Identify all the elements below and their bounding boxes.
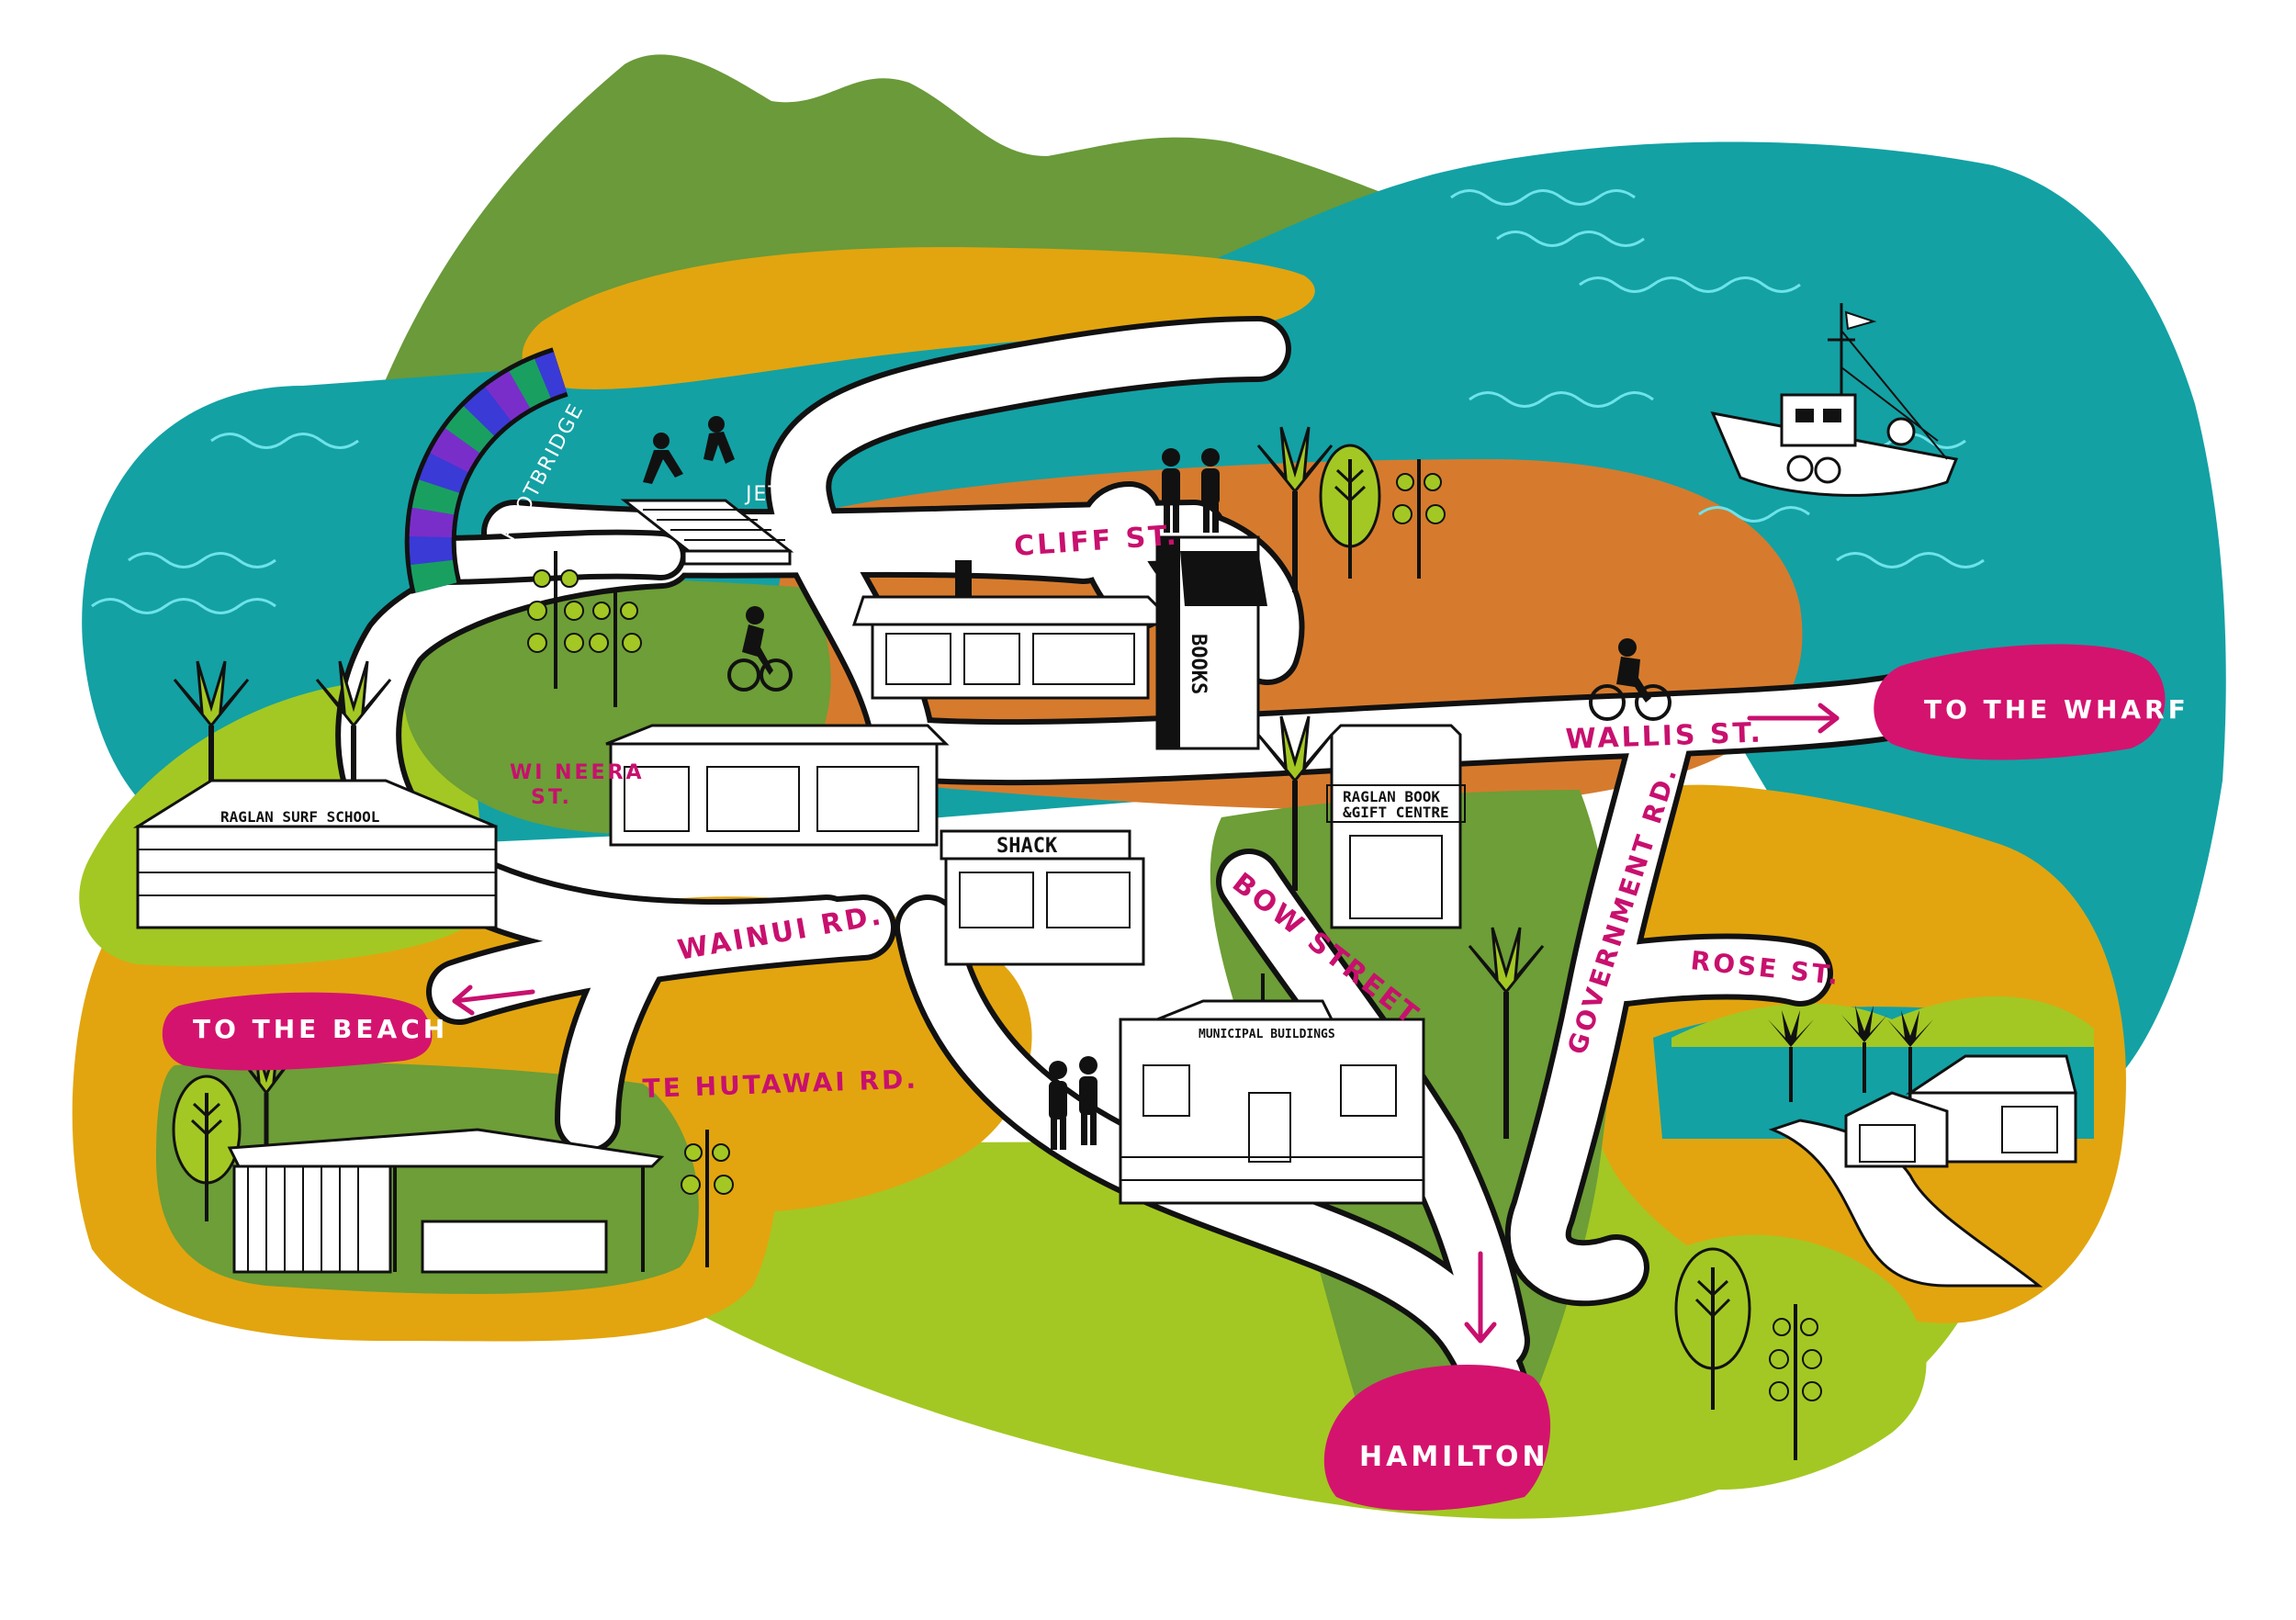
- arrow-right-icon: [1747, 703, 1840, 734]
- municipal-building: MUNICIPAL BUILDINGS: [1119, 973, 1425, 1205]
- cyclist-icon: [727, 606, 793, 692]
- beach-pill[interactable]: [162, 992, 433, 1071]
- cabbage-tree-icon: [527, 551, 584, 689]
- wave: [128, 552, 276, 568]
- wharf-pill[interactable]: [1874, 644, 2166, 760]
- palm-tree-icon: [1887, 1010, 1933, 1097]
- surf-school-building: RAGLAN SURF SCHOOL: [132, 779, 498, 929]
- wineera-st-label-2: ST.: [531, 786, 572, 809]
- wave: [1579, 276, 1801, 293]
- municipal-sign: MUNICIPAL BUILDINGS: [1199, 1028, 1335, 1041]
- cabbage-tree-icon: [681, 1130, 734, 1267]
- palm-tree-icon: [1468, 927, 1545, 1139]
- cliff-st-shops: [851, 560, 1179, 700]
- leaf-tree-icon: [172, 1074, 242, 1221]
- market-shed: [227, 1128, 665, 1274]
- hamilton-pill[interactable]: [1323, 1365, 1551, 1511]
- leaf-tree-icon: [1674, 1247, 1751, 1410]
- arrow-left-icon: [452, 984, 535, 1016]
- hamilton-label: HAMILTON: [1359, 1441, 1549, 1473]
- palm-tree-icon: [1768, 1010, 1814, 1102]
- destinations: TO THE WHARF TO THE BEACH HAMILTON: [162, 644, 2189, 1511]
- surf-school-sign: RAGLAN SURF SCHOOL: [220, 808, 379, 826]
- palm-tree-icon: [1841, 1006, 1887, 1093]
- shack-building: SHACK: [940, 829, 1145, 966]
- books-building: BOOKS: [1155, 535, 1267, 750]
- wineera-st-label-1: WI NEERA: [510, 761, 645, 784]
- gift-centre-sign-2: &GIFT CENTRE: [1343, 804, 1449, 821]
- palm-tree-icon: [1256, 426, 1334, 592]
- buildings: BOOKS RAGLAN SURF SCHOOL SHACK: [132, 535, 2077, 1274]
- pedestrian-icon: [1049, 1056, 1097, 1150]
- jetty: [620, 416, 794, 566]
- cabbage-tree-icon: [1769, 1304, 1822, 1460]
- wave: [1450, 189, 1636, 206]
- sand-spit: [522, 247, 1315, 389]
- arrow-down-icon: [1464, 1251, 1497, 1344]
- lime-land: [496, 1119, 1992, 1519]
- footbridge: [404, 347, 569, 594]
- wave: [1836, 552, 1985, 568]
- jetty-label: JETTY: [744, 483, 810, 506]
- jumper-icon: [643, 416, 735, 484]
- rose-st-house: [1844, 1054, 2077, 1168]
- cabbage-tree-icon: [1392, 459, 1446, 579]
- wave: [1496, 231, 1645, 247]
- wharf-label: TO THE WHARF: [1924, 694, 2189, 725]
- gift-centre-building: RAGLAN BOOK &GIFT CENTRE: [1326, 724, 1466, 929]
- wave: [91, 598, 276, 614]
- pedestrian-icon: [1162, 448, 1220, 533]
- beach-label: TO THE BEACH: [193, 1014, 448, 1044]
- fishing-boat-icon: [1710, 303, 1959, 497]
- palm-tree-icon: [1256, 715, 1334, 891]
- inset-hills: [1671, 996, 2094, 1047]
- cabbage-tree-icon: [589, 588, 642, 707]
- wave: [210, 433, 359, 449]
- cyclist-icon: [1589, 638, 1671, 721]
- wineera-shops: [605, 724, 950, 847]
- roads: [335, 316, 1925, 1484]
- shack-sign: SHACK: [996, 835, 1058, 858]
- leaf-tree-icon: [1319, 444, 1381, 579]
- wave: [1469, 391, 1654, 408]
- wallis-st-label: WALLIS ST.: [1565, 717, 1763, 756]
- books-sign: BOOKS: [1187, 634, 1210, 694]
- people: [727, 448, 1671, 1150]
- wave: [1698, 506, 1810, 523]
- gift-centre-sign-1: RAGLAN BOOK: [1343, 788, 1440, 805]
- trees: [172, 426, 1933, 1460]
